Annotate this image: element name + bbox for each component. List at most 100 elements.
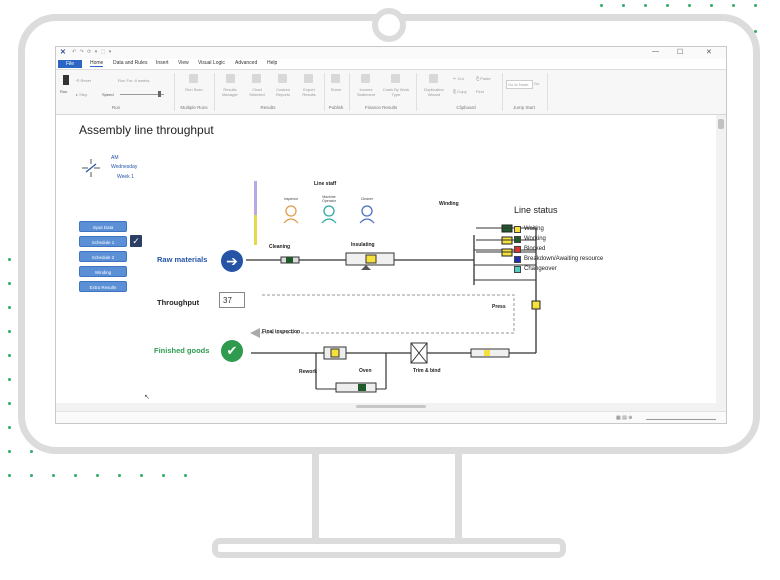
monitor-stand bbox=[312, 454, 462, 540]
decorative-dot bbox=[8, 450, 11, 453]
tab-help[interactable]: Help bbox=[267, 60, 278, 66]
clock-week: Week 1 bbox=[117, 174, 134, 180]
legend-label: Blocked bbox=[524, 246, 546, 252]
operator-person-icon[interactable] bbox=[320, 204, 338, 224]
paste-button[interactable]: ⎗ Paste bbox=[476, 76, 491, 81]
tab-data-and-rules[interactable]: Data and Rules bbox=[113, 60, 148, 66]
view-icons[interactable]: ▦ ▤ ⊕ bbox=[616, 415, 633, 421]
decorative-dot bbox=[8, 282, 11, 285]
costs-by-work-type-button[interactable]: Costs By Work Type bbox=[382, 87, 410, 97]
chart-selected-button[interactable]: Chart Selected bbox=[249, 87, 265, 97]
ribbon-separator bbox=[214, 73, 215, 111]
results-group-label: Results bbox=[260, 105, 276, 110]
legend-label: Changeover bbox=[524, 266, 557, 272]
legend-item: Changeover bbox=[514, 266, 557, 273]
decorative-dot bbox=[666, 4, 669, 7]
run-button[interactable]: Run bbox=[60, 89, 68, 94]
run-for-field[interactable]: Run For: 8 weeks bbox=[118, 78, 150, 83]
schedule-2-button[interactable]: Schedule 2 bbox=[79, 251, 127, 262]
copy-button[interactable]: ⎘ Copy bbox=[453, 89, 467, 94]
station-rework: Rework bbox=[299, 369, 318, 375]
winding-button[interactable]: Winding bbox=[79, 266, 127, 277]
station-oven: Oven bbox=[359, 368, 372, 374]
quick-access-toolbar[interactable]: ↶ ↷ ⟳ ▾ ⬚ ▾ bbox=[72, 49, 113, 55]
run-scenarios-icon bbox=[189, 74, 198, 83]
legend-label: Working bbox=[524, 236, 546, 242]
legend-swatch bbox=[514, 246, 521, 253]
step-button[interactable]: ▸ Step bbox=[76, 92, 88, 97]
legend-item: Breakdown/Awaiting resource bbox=[514, 256, 603, 263]
decorative-dot bbox=[732, 4, 735, 7]
decorative-dot bbox=[710, 4, 713, 7]
decorative-dot bbox=[8, 378, 11, 381]
export-results-button[interactable]: Export Results bbox=[302, 87, 316, 97]
tab-advanced[interactable]: Advanced bbox=[235, 60, 258, 66]
minimize-button[interactable]: — bbox=[652, 48, 659, 55]
go-to-node-input[interactable]: Go to Node bbox=[506, 80, 533, 89]
tab-insert[interactable]: Insert bbox=[156, 60, 169, 66]
ribbon-separator bbox=[502, 73, 503, 111]
raw-materials-label: Raw materials bbox=[157, 255, 208, 264]
vertical-scrollbar-thumb[interactable] bbox=[718, 119, 724, 129]
legend-label: Waiting bbox=[524, 226, 544, 232]
decorative-dot bbox=[118, 474, 121, 477]
clipboard-group-label: Clipboard bbox=[456, 105, 476, 110]
page-title: Assembly line throughput bbox=[79, 123, 214, 137]
arrow-right-icon[interactable]: ➔ bbox=[221, 250, 243, 272]
duplication-wizard-button[interactable]: Duplication Wizard bbox=[424, 87, 444, 97]
zoom-slider[interactable] bbox=[646, 419, 716, 420]
tab-view[interactable]: View bbox=[178, 60, 189, 66]
reset-button[interactable]: ⟲ Reset bbox=[76, 78, 91, 83]
decorative-dot bbox=[8, 354, 11, 357]
model-canvas[interactable]: Assembly line throughput AM Wednesday We… bbox=[56, 115, 716, 403]
maximize-button[interactable]: ☐ bbox=[677, 49, 684, 56]
speed-slider[interactable] bbox=[120, 94, 164, 95]
menu-file[interactable]: File bbox=[58, 60, 82, 68]
decorative-dot bbox=[8, 426, 11, 429]
staff-inspector-label: Inspector bbox=[283, 197, 299, 201]
decorative-dot bbox=[8, 330, 11, 333]
speed-label: Speed bbox=[102, 92, 114, 97]
find-button[interactable]: Find bbox=[476, 89, 484, 94]
legend-item: Waiting bbox=[514, 226, 544, 233]
custom-reports-button[interactable]: Custom Reports bbox=[275, 87, 290, 97]
decorative-dot bbox=[688, 4, 691, 7]
checkmark-icon[interactable]: ✔ bbox=[221, 340, 243, 362]
clock-icon bbox=[82, 159, 100, 177]
run-scenarios-button[interactable]: Run Scen bbox=[185, 87, 203, 92]
chart-selected-icon bbox=[252, 74, 261, 83]
monitor-camera bbox=[372, 8, 406, 42]
inspector-person-icon[interactable] bbox=[282, 204, 300, 224]
results-manager-icon bbox=[226, 74, 235, 83]
close-button[interactable]: ✕ bbox=[706, 49, 712, 56]
clock-day: Wednesday bbox=[111, 164, 138, 170]
schedule-1-button[interactable]: Schedule 1 bbox=[79, 236, 127, 247]
station-final-inspection: Final inspection bbox=[262, 329, 301, 335]
input-data-button[interactable]: Input Data bbox=[79, 221, 127, 232]
status-bar: ▦ ▤ ⊕ bbox=[56, 411, 726, 423]
share-button[interactable]: Share bbox=[330, 87, 342, 92]
tab-home[interactable]: Home bbox=[90, 60, 104, 67]
menu-bar: File Home Data and Rules Insert View Vis… bbox=[56, 59, 726, 70]
speed-slider-handle[interactable] bbox=[158, 91, 161, 97]
cut-button[interactable]: ✂ Cut bbox=[453, 76, 464, 81]
pause-icon[interactable] bbox=[63, 75, 69, 85]
legend-swatch bbox=[514, 266, 521, 273]
decorative-dot bbox=[140, 474, 143, 477]
custom-reports-icon bbox=[278, 74, 287, 83]
legend-swatch bbox=[514, 226, 521, 233]
cleaner-person-icon[interactable] bbox=[358, 204, 376, 224]
schedule-checkbox[interactable]: ✓ bbox=[130, 235, 142, 247]
status-strip bbox=[254, 181, 257, 241]
horizontal-scrollbar-thumb[interactable] bbox=[356, 405, 426, 408]
production-flow-diagram bbox=[246, 181, 541, 393]
results-manager-button[interactable]: Results Manager bbox=[222, 87, 238, 97]
decorative-dot bbox=[754, 4, 757, 7]
vertical-scrollbar[interactable] bbox=[716, 115, 726, 403]
press-machine bbox=[531, 300, 541, 310]
extra-results-button[interactable]: Extra Results bbox=[79, 281, 127, 292]
income-statement-button[interactable]: Income Statement bbox=[356, 87, 376, 97]
go-button[interactable]: Go bbox=[534, 81, 540, 86]
tab-visual-logic[interactable]: Visual Logic bbox=[198, 60, 225, 66]
clock-time: AM bbox=[111, 155, 119, 161]
